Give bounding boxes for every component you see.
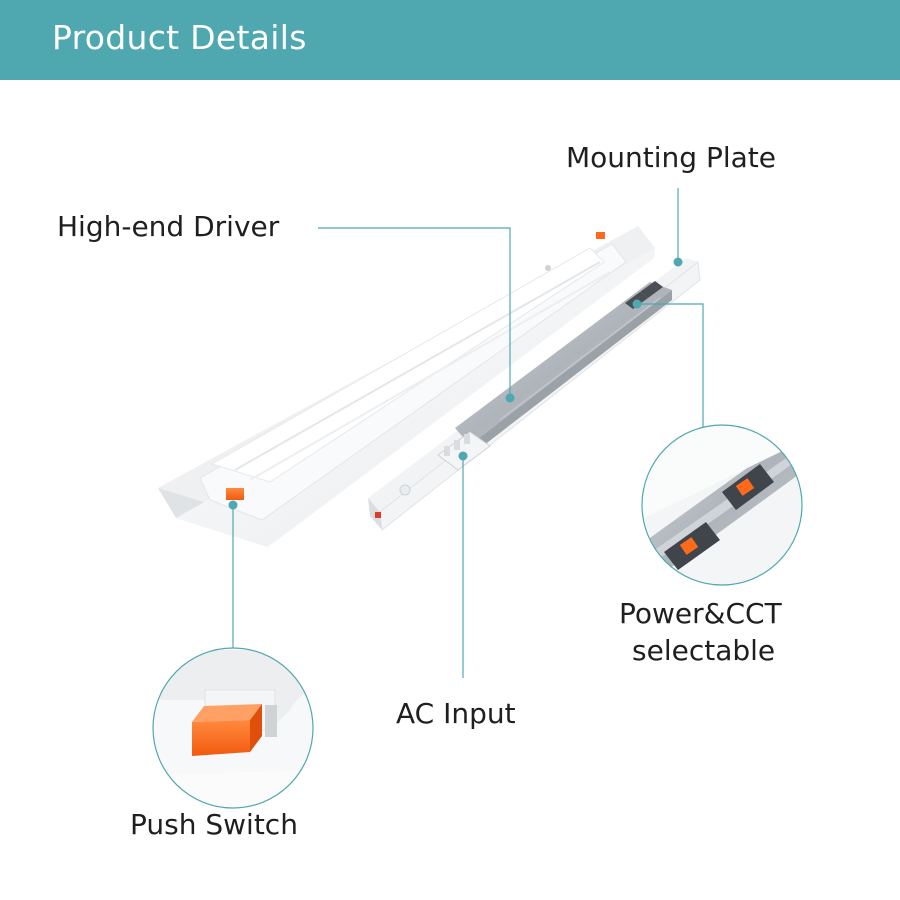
mounting-plate-label: Mounting Plate: [566, 141, 776, 174]
terminal-block: [375, 431, 491, 518]
page-header: Product Details: [0, 0, 900, 80]
ac-input-label: AC Input: [396, 697, 516, 730]
page-title: Product Details: [52, 18, 307, 57]
driver-box: [455, 282, 672, 456]
push-switch-zoom: [152, 647, 314, 809]
push-switch-label: Push Switch: [130, 808, 298, 841]
callout-lines: [232, 188, 704, 678]
callout-dots: [228, 257, 683, 510]
lamp-panel: [158, 226, 655, 547]
high-end-driver-label: High-end Driver: [57, 210, 280, 243]
power-cct-label-line2: selectable: [632, 634, 776, 667]
power-cct-label-line1: Power&CCT: [619, 597, 782, 630]
power-cct-zoom: [641, 424, 803, 586]
push-switch-small: [226, 488, 244, 500]
